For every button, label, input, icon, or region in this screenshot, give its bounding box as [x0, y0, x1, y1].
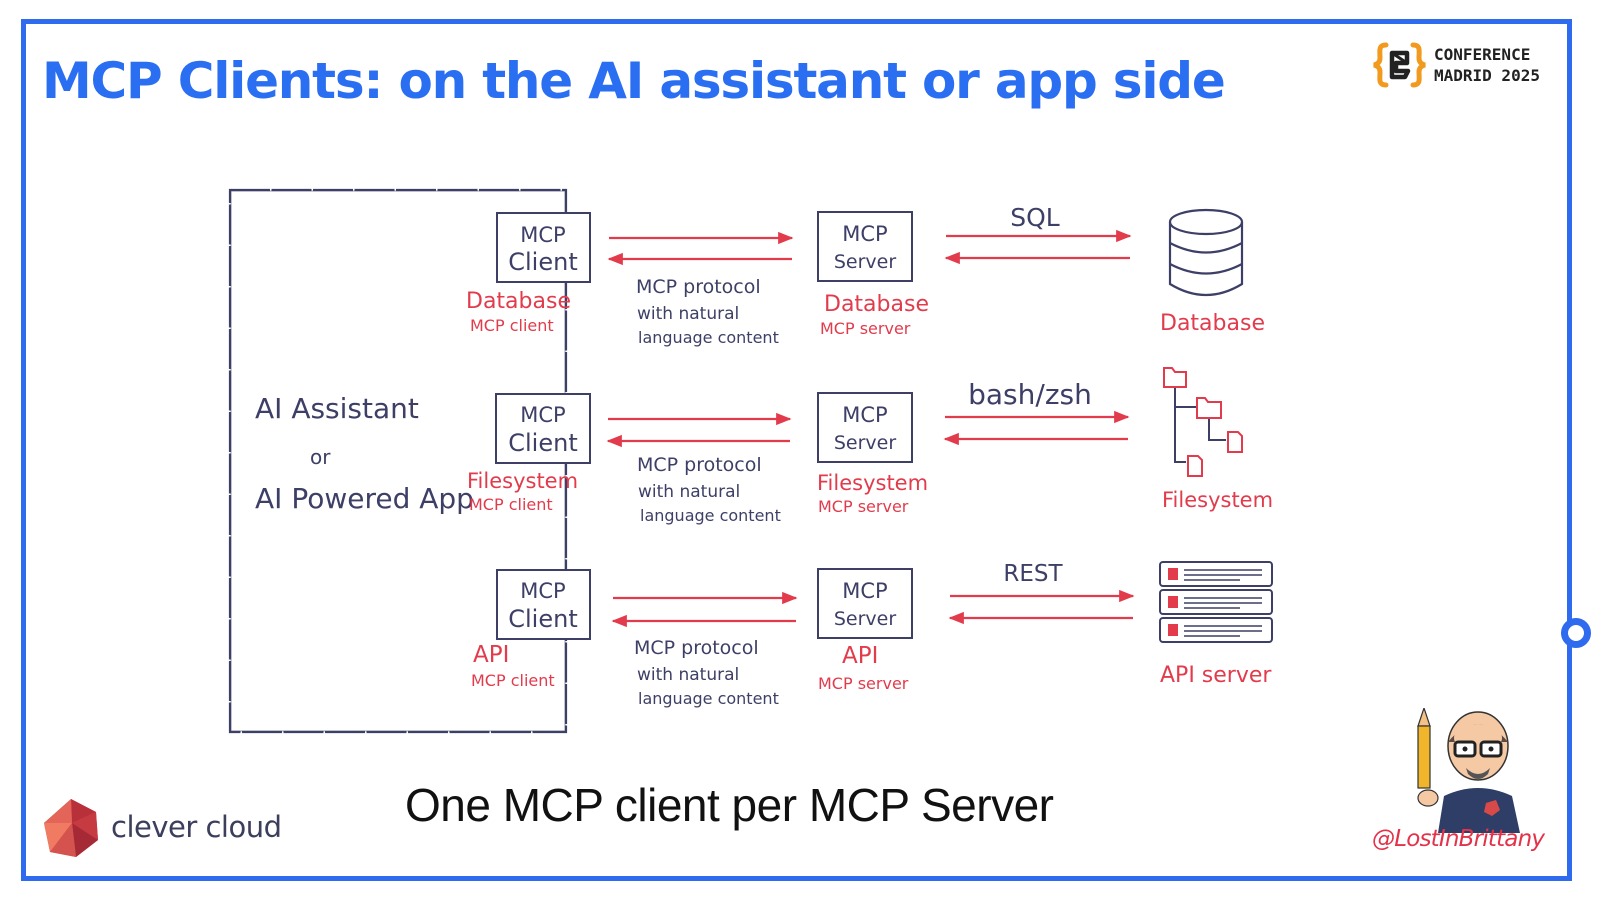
mcp-client-box: [496, 569, 591, 640]
diagram-row-api: MCP Client API MCP client MCP protocol w…: [471, 561, 1273, 708]
server-caption-line-1: Database: [824, 292, 929, 317]
protocol-line-1: MCP protocol: [636, 276, 761, 298]
protocol-line-1: MCP protocol: [634, 637, 759, 659]
host-container: [228, 188, 568, 734]
client-caption-line-2: MCP client: [471, 671, 555, 690]
speaker-avatar-illustration: [1417, 708, 1520, 833]
protocol-line-1: MCP protocol: [637, 454, 762, 476]
diagram-row-database: MCP Client Database MCP client MCP proto…: [466, 203, 1265, 347]
server-box-line-2: Server: [834, 608, 896, 630]
client-box-line-1: MCP: [520, 579, 565, 603]
client-caption-line-1: Filesystem: [467, 469, 578, 493]
client-box-line-1: MCP: [520, 403, 565, 427]
link-label: bash/zsh: [968, 378, 1092, 411]
server-caption-line-2: MCP server: [818, 674, 909, 693]
client-box-line-2: Client: [508, 248, 577, 276]
conference-logo: CONFERENCE MADRID 2025: [1372, 41, 1540, 89]
protocol-line-2: with natural: [637, 665, 739, 685]
mcp-client-box: [496, 212, 591, 283]
slide-title: MCP Clients: on the AI assistant or app …: [42, 52, 1226, 110]
conference-brace-icon: [1373, 42, 1426, 88]
mcp-server-box: [817, 392, 913, 463]
frame-dot-decoration: [1561, 618, 1591, 648]
client-caption-line-1: API: [473, 642, 509, 668]
server-box-line-2: Server: [834, 432, 896, 454]
server-caption-line-1: Filesystem: [817, 471, 928, 495]
server-box-line-2: Server: [834, 251, 896, 273]
server-caption-line-1: API: [842, 643, 878, 669]
client-box-line-1: MCP: [520, 223, 565, 247]
server-rack-icon: [1159, 561, 1273, 643]
link-label: SQL: [1010, 203, 1060, 232]
host-label-line-2: or: [310, 445, 331, 469]
slide-subtitle: One MCP client per MCP Server: [405, 779, 1054, 831]
protocol-line-3: language content: [638, 689, 779, 708]
speaker-handle: @LostInBrittany: [1372, 826, 1545, 852]
pencil-icon: [1417, 708, 1431, 789]
server-caption-line-2: MCP server: [818, 497, 909, 516]
client-caption-line-1: Database: [466, 289, 571, 314]
server-box-line-1: MCP: [842, 222, 887, 246]
resource-label: API server: [1160, 663, 1272, 688]
client-box-line-2: Client: [508, 605, 577, 633]
clever-cloud-logo-icon: [44, 799, 98, 857]
client-caption-line-2: MCP client: [470, 316, 554, 335]
mcp-client-box: [495, 393, 591, 464]
resource-label: Filesystem: [1162, 488, 1273, 512]
host-label-line-1: AI Assistant: [255, 392, 419, 425]
link-label: REST: [1003, 561, 1063, 587]
server-box-line-1: MCP: [842, 403, 887, 427]
folder-tree-icon: [1163, 367, 1243, 477]
resource-label: Database: [1160, 311, 1265, 336]
mcp-server-box: [817, 211, 913, 282]
protocol-line-3: language content: [640, 506, 781, 525]
protocol-line-2: with natural: [638, 482, 740, 502]
protocol-line-3: language content: [638, 328, 779, 347]
server-box-line-1: MCP: [842, 579, 887, 603]
conference-line-1: CONFERENCE: [1434, 45, 1531, 64]
conference-line-2: MADRID 2025: [1434, 66, 1540, 85]
client-box-line-2: Client: [508, 429, 577, 457]
diagram-row-filesystem: MCP Client Filesystem MCP client MCP pro…: [467, 367, 1273, 525]
slide-frame: [21, 19, 1572, 881]
host-label-line-3: AI Powered App: [255, 482, 474, 515]
server-caption-line-2: MCP server: [820, 319, 911, 338]
protocol-line-2: with natural: [637, 304, 739, 324]
database-cylinder-icon: [1168, 208, 1244, 296]
client-caption-line-2: MCP client: [469, 495, 553, 514]
mcp-server-box: [817, 568, 913, 639]
clever-cloud-brand: clever cloud: [111, 810, 282, 844]
